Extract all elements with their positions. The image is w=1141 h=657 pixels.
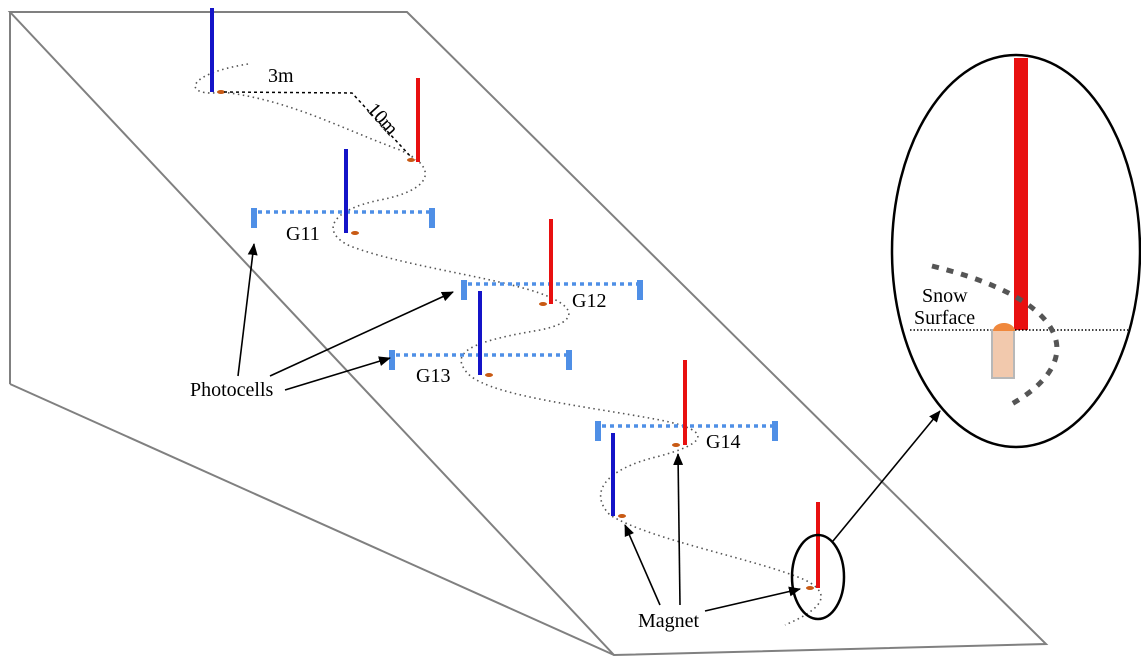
photocell-post-left-g13 [389, 350, 395, 370]
magnet-marker [806, 586, 814, 590]
inset-trajectory [931, 263, 1060, 408]
label-10m: 10m [362, 99, 402, 140]
magnet-arrow-2 [673, 453, 684, 606]
magnet-marker [351, 231, 359, 235]
photocell-post-left-g11 [251, 208, 257, 228]
inset-sensor-body [991, 329, 1015, 379]
photocell-post-left-g14 [595, 421, 601, 441]
photocells-arrow-2 [269, 291, 454, 377]
magnet-marker [672, 443, 680, 447]
zoom-circle-small [790, 533, 846, 621]
magnet-marker [485, 373, 493, 377]
label-snow: Snow [922, 285, 968, 307]
magnet-arrow-3 [704, 586, 801, 612]
photocell-post-right-g11 [429, 208, 435, 228]
magnet-marker [539, 302, 547, 306]
magnet-marker [217, 90, 225, 94]
photocell-post-right-g13 [566, 350, 572, 370]
label-g11: G11 [286, 223, 320, 245]
label-photocells: Photocells [190, 379, 274, 401]
inset-magnet [993, 323, 1015, 331]
label-magnet: Magnet [638, 610, 700, 632]
slope-bottom-line [9, 383, 615, 656]
magnet-marker [618, 514, 626, 518]
photocell-post-left-g12 [461, 280, 467, 300]
label-g14: G14 [706, 431, 740, 453]
inset-red-pole [1014, 58, 1028, 330]
label-3m: 3m [268, 65, 294, 87]
label-g13: G13 [416, 365, 450, 387]
zoom-arrow [832, 410, 941, 542]
label-g12: G12 [572, 290, 606, 312]
magnet-marker [407, 158, 415, 162]
photocells-arrow-3 [284, 356, 391, 391]
photocells-arrow-1 [237, 243, 258, 377]
label-surface: Surface [914, 307, 975, 329]
slope-outline [7, 11, 1049, 657]
distance-3m-line [223, 91, 413, 159]
ski-trajectory [194, 63, 822, 626]
photocell-post-right-g12 [637, 280, 643, 300]
photocell-post-right-g14 [772, 421, 778, 441]
magnet-arrow-1 [624, 524, 661, 606]
